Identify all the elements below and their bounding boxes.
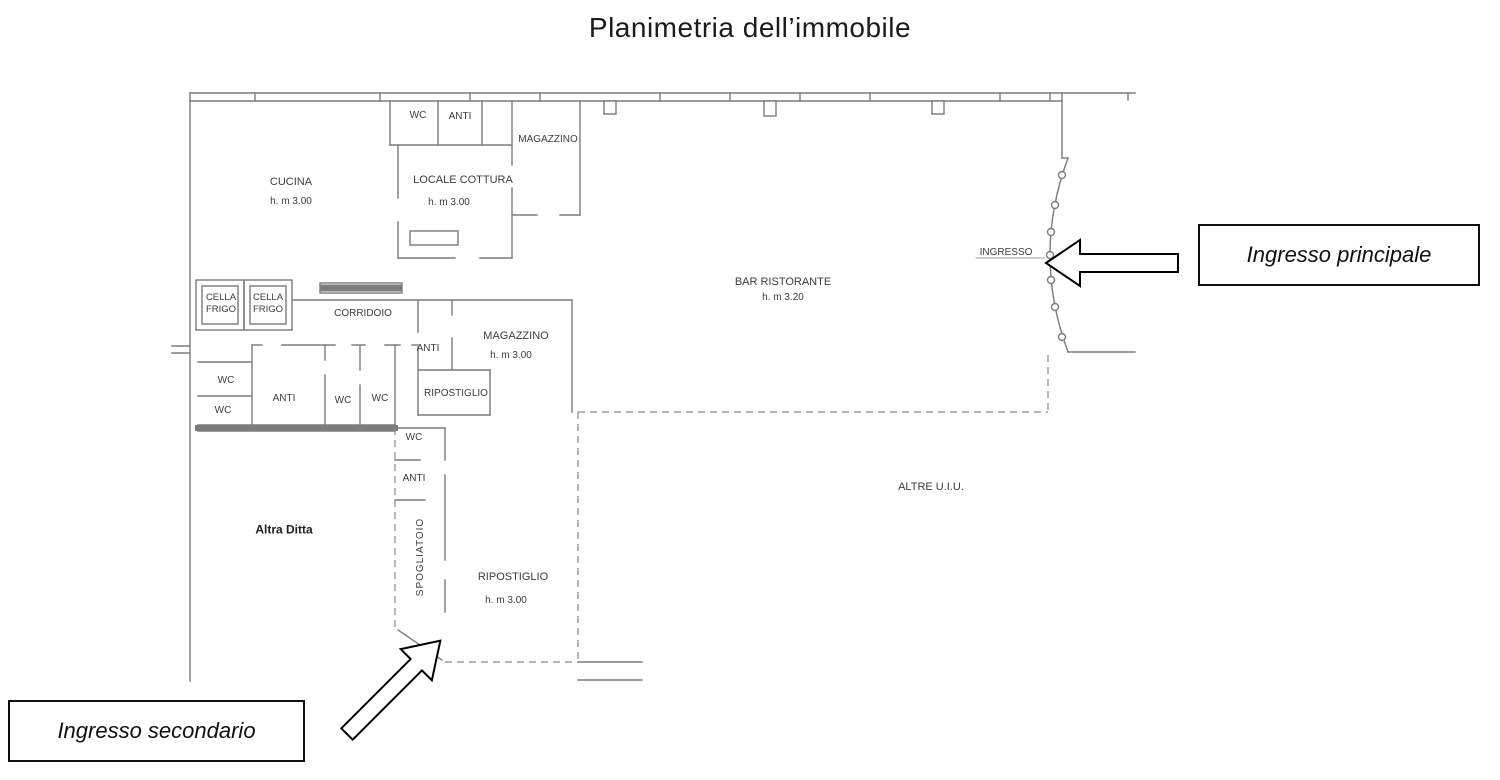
room-label-anti-lower: ANTI (402, 472, 426, 484)
secondary-entrance-arrow-icon (339, 639, 442, 742)
room-label-bar-ristorante: BAR RISTORANTE (734, 276, 832, 289)
room-label-cella-frigo-1: CELLA FRIGO (205, 292, 237, 315)
room-label-corridoio: CORRIDOIO (334, 307, 392, 319)
room-label-wc-lower: WC (405, 431, 423, 443)
room-label-ripostiglio-mid: RIPOSTIGLIO (424, 387, 488, 399)
room-label-wc-center-1: WC (334, 394, 352, 406)
callout-secondary-entrance-label: Ingresso secondario (57, 718, 256, 743)
main-entrance-arrow-icon (1044, 238, 1179, 288)
room-label-wc-center-2: WC (371, 392, 389, 404)
room-label-spogliatoio: SPOGLIATOIO (414, 517, 426, 597)
label-altra-ditta: Altra Ditta (255, 522, 313, 537)
room-label-ingresso: INGRESSO (979, 246, 1033, 258)
room-label-magazzino-mid: MAGAZZINO (483, 330, 549, 343)
room-label-anti-left: ANTI (272, 392, 296, 404)
room-label-cella-frigo-2: CELLA FRIGO (252, 292, 284, 315)
callout-main-entrance: Ingresso principale (1198, 224, 1480, 286)
room-height-locale-cottura: h. m 3.00 (428, 196, 470, 208)
room-label-wc-top: WC (409, 109, 427, 121)
room-label-anti-top: ANTI (448, 110, 472, 122)
room-label-anti-mid: ANTI (416, 342, 440, 354)
label-altre-uiu: ALTRE U.I.U. (898, 481, 964, 494)
room-height-ripostiglio-bottom: h. m 3.00 (485, 594, 527, 606)
room-height-magazzino-mid: h. m 3.00 (490, 349, 532, 361)
room-label-ripostiglio-bottom: RIPOSTIGLIO (477, 571, 549, 584)
room-label-magazzino-top: MAGAZZINO (518, 133, 578, 145)
callout-main-entrance-label: Ingresso principale (1246, 242, 1432, 267)
room-height-bar-ristorante: h. m 3.20 (762, 291, 804, 303)
room-label-wc-left-bottom: WC (214, 404, 232, 416)
room-label-locale-cottura: LOCALE COTTURA (413, 174, 513, 187)
room-label-cucina: CUCINA (269, 176, 313, 189)
callout-secondary-entrance: Ingresso secondario (8, 700, 305, 762)
page-title: Planimetria dell’immobile (588, 12, 912, 43)
room-height-cucina: h. m 3.00 (270, 195, 312, 207)
room-label-wc-left-top: WC (217, 374, 235, 386)
